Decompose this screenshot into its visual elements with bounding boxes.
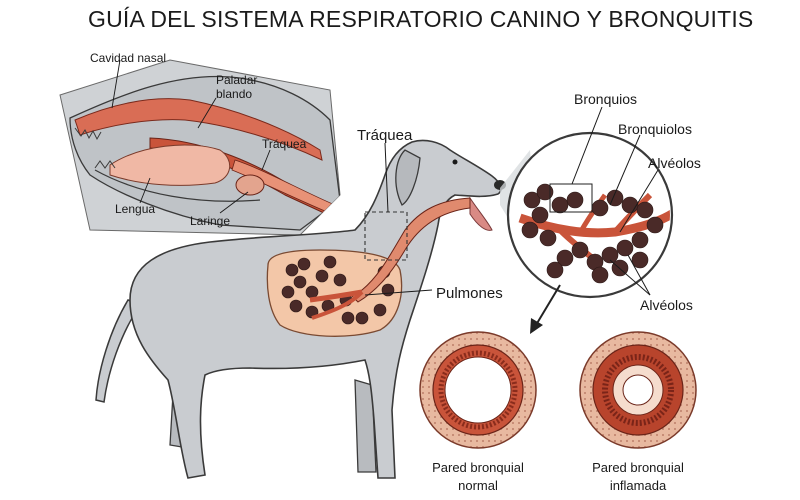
- label-soft-palate-2: blando: [216, 87, 252, 101]
- alveolus: [636, 201, 654, 219]
- teeth: [74, 127, 116, 169]
- alveolus: [523, 191, 541, 209]
- alveolus: [566, 191, 584, 209]
- alveolus: [646, 216, 664, 234]
- label-alveoli-bottom: Alvéolos: [640, 297, 693, 313]
- label-inset-trachea: Tráquea: [262, 137, 307, 151]
- label-inflamed-1: Pared bronquial: [592, 460, 684, 475]
- alveolus: [281, 285, 295, 299]
- alveolus: [355, 311, 369, 325]
- dog-illustration: Tráquea Pulmones: [95, 127, 506, 479]
- alveolus: [621, 196, 639, 214]
- larynx-shape: [235, 174, 265, 196]
- dog-tail: [95, 299, 142, 403]
- normal-bronchial-wall: [419, 331, 537, 449]
- head-cross-section-inset: Cavidad nasal Paladar blando Tráquea Len…: [59, 51, 341, 236]
- alveolus: [373, 303, 387, 317]
- alveolus: [333, 273, 347, 287]
- alveolus: [381, 283, 395, 297]
- alveolus: [546, 261, 564, 279]
- label-soft-palate-1: Paladar: [216, 73, 257, 87]
- alveolus: [616, 239, 634, 257]
- zoom-arrow: [535, 284, 561, 326]
- alveolus: [571, 241, 589, 259]
- alveolus: [531, 206, 549, 224]
- label-nasal-cavity: Cavidad nasal: [90, 51, 166, 65]
- alveolus: [293, 275, 307, 289]
- dog-tongue: [469, 196, 493, 231]
- alveolus: [591, 199, 609, 217]
- alveolus: [556, 249, 574, 267]
- alveolus: [305, 285, 319, 299]
- label-larynx: Laringe: [190, 214, 230, 228]
- alveolus: [285, 263, 299, 277]
- label-lungs: Pulmones: [436, 285, 503, 302]
- label-alveoli-top: Alvéolos: [648, 155, 701, 171]
- label-normal-2: normal: [458, 478, 498, 493]
- focus-box-trachea: [364, 211, 408, 261]
- alveolus: [297, 257, 311, 271]
- bronchi-zoom-view: Bronquios Bronquiolos Alvéolos Alvéolos: [500, 91, 701, 334]
- label-bronchi: Bronquios: [574, 91, 637, 107]
- alveolus: [323, 255, 337, 269]
- nasal-cavity: [74, 98, 323, 161]
- alveolus: [631, 251, 649, 269]
- bronchial-cross-sections: Pared bronquial normal Pared bronquial i…: [419, 331, 697, 493]
- alveolus: [601, 246, 619, 264]
- label-inflamed-2: inflamada: [610, 478, 667, 493]
- alveolus: [536, 183, 554, 201]
- alveolus: [539, 229, 557, 247]
- alveolus: [631, 231, 649, 249]
- dog-ear: [395, 149, 421, 206]
- dog-lungs: [266, 249, 403, 337]
- page-title: GUÍA DEL SISTEMA RESPIRATORIO CANINO Y B…: [88, 6, 754, 32]
- alveolus: [289, 299, 303, 313]
- label-dog-trachea: Tráquea: [357, 127, 413, 144]
- alveolus: [551, 196, 569, 214]
- dog-eye: [452, 159, 458, 165]
- alveolus: [521, 221, 539, 239]
- alveolus: [591, 266, 609, 284]
- bronchi-bracket: [549, 183, 593, 213]
- alveolus: [315, 269, 329, 283]
- label-tongue: Lengua: [115, 202, 155, 216]
- inflamed-bronchial-wall: [579, 331, 697, 449]
- zoom-alveoli-cluster: [521, 183, 664, 284]
- label-normal-1: Pared bronquial: [432, 460, 524, 475]
- label-bronchioles: Bronquiolos: [618, 121, 692, 137]
- alveolus: [341, 311, 355, 325]
- dog-trachea: [351, 197, 471, 303]
